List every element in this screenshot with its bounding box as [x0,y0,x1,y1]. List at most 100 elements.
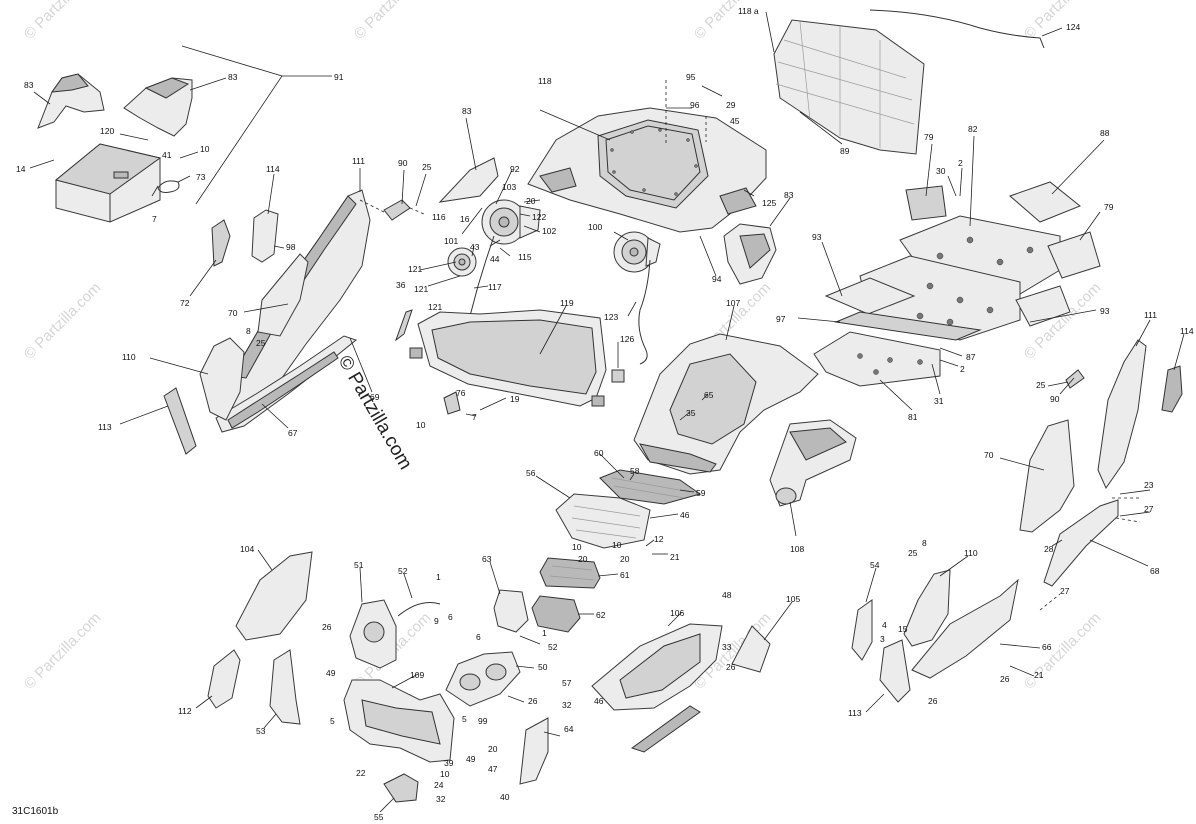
part-grille-63 [493,589,529,633]
callout-10: 10 [440,769,450,779]
callout-26: 26 [726,662,736,672]
callout-59: 59 [696,488,706,498]
callout-56: 56 [526,468,536,478]
part-splash-guard-108 [769,419,857,507]
callout-25: 25 [908,548,918,558]
callout-12: 12 [654,534,664,544]
part-cover-83-right [123,77,193,137]
part-bracket-114-left [251,209,279,263]
callout-57: 57 [562,678,572,688]
part-bracket-90-right [1065,369,1085,389]
callout-8: 8 [246,326,251,336]
callout-72: 72 [180,298,190,308]
callout-121: 121 [428,302,442,312]
callout-106: 106 [670,608,684,618]
callout-2: 2 [958,158,963,168]
callout-69: 69 [370,392,380,402]
callout-33: 33 [722,642,732,652]
part-floor-panel-79-right [1047,231,1101,279]
callout-96: 96 [690,100,700,110]
callout-126: 126 [620,334,634,344]
callout-99: 99 [478,716,488,726]
callout-92: 92 [510,164,520,174]
callout-50: 50 [538,662,548,672]
callout-113: 113 [848,708,862,718]
part-clip-126 [611,369,625,383]
part-rod-36 [394,309,413,342]
callout-68: 68 [1150,566,1160,576]
part-rocker-panel-111-right [1097,339,1147,490]
callout-29: 29 [726,100,736,110]
part-panel-113-right [879,639,911,703]
watermark-tile: © Partzilla.com [21,0,104,43]
callout-6: 6 [448,612,453,622]
callout-20: 20 [578,554,588,564]
callout-30: 30 [936,166,946,176]
callout-103: 103 [502,182,516,192]
callout-82: 82 [968,124,978,134]
part-fender-104 [235,551,313,641]
callout-118-a: 118 a [738,6,759,16]
watermark-tile: © Partzilla.com [1021,0,1104,43]
callout-67: 67 [288,428,298,438]
callout-90: 90 [1050,394,1060,404]
part-grille-61 [539,557,601,589]
callout-6: 6 [476,632,481,642]
part-front-fascia-107 [633,333,819,475]
part-cover-83-right-hood [723,223,777,285]
callout-22: 22 [356,768,366,778]
part-headlight-51 [349,599,397,669]
part-speaker-101 [447,247,477,277]
callout-115: 115 [518,252,532,262]
callout-105: 105 [786,594,800,604]
callout-27: 27 [1144,504,1154,514]
watermark-tile: © Partzilla.com [21,279,104,362]
callout-121: 121 [414,284,428,294]
callout-10: 10 [200,144,210,154]
callout-2: 2 [960,364,965,374]
callout-52: 52 [548,642,558,652]
callout-114: 114 [1180,326,1194,336]
part-storage-box-120 [54,143,162,223]
part-fan-100 [613,231,661,273]
callout-108: 108 [790,544,804,554]
callout-90: 90 [398,158,408,168]
callout-20: 20 [526,196,536,206]
callout-63: 63 [482,554,492,564]
part-dash-panel-119 [409,309,607,407]
callout-5: 5 [330,716,335,726]
part-bar-46-lower [630,705,701,753]
watermark-tile: © Partzilla.com [691,0,774,43]
callout-79: 79 [1104,202,1114,212]
callout-83: 83 [24,80,34,90]
callout-7: 7 [152,214,157,224]
callout-88: 88 [1100,128,1110,138]
part-bracket-76 [443,391,461,415]
callout-100: 100 [588,222,602,232]
callout-122: 122 [532,212,546,222]
callout-26: 26 [528,696,538,706]
part-floor-panel-81 [813,331,941,387]
part-net-89 [773,19,925,155]
part-bracket-114-right [1161,365,1183,413]
callout-39: 39 [444,758,454,768]
callout-49: 49 [326,668,336,678]
callout-46: 46 [680,510,690,520]
callout-118: 118 [538,76,552,86]
callout-83: 83 [228,72,238,82]
callout-93: 93 [812,232,822,242]
part-front-bumper-109 [343,679,455,763]
callout-110: 110 [122,352,136,362]
callout-47: 47 [488,764,498,774]
watermark-tile: © Partzilla.com [21,609,104,692]
part-panel-54 [851,599,873,661]
callout-10: 10 [572,542,582,552]
callout-107: 107 [726,298,740,308]
callout-45: 45 [730,116,740,126]
callout-83: 83 [462,106,472,116]
part-side-panel-70 [257,253,309,337]
callout-5: 5 [462,714,467,724]
callout-1: 1 [436,572,441,582]
part-hood-118 [527,107,767,233]
callout-60: 60 [594,448,604,458]
